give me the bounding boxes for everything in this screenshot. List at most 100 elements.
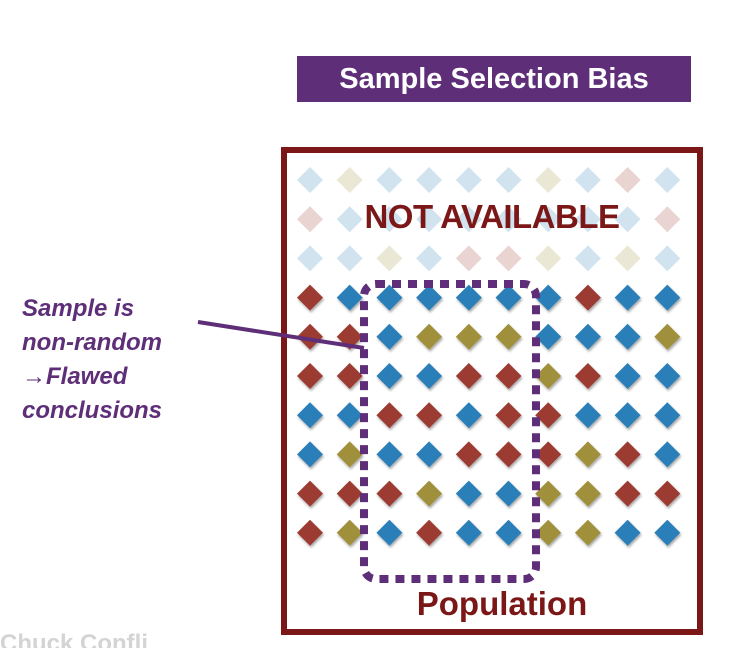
population-member-diamond [574,402,601,429]
population-member-diamond [654,519,681,546]
unavailable-member-diamond [297,245,323,272]
population-member-diamond [336,519,363,546]
population-member-diamond [376,363,403,389]
population-member-diamond [574,480,601,507]
population-member-diamond [654,284,681,311]
population-label: Population [416,585,588,622]
population-member-diamond [376,323,403,350]
unavailable-member-diamond [535,206,562,233]
population-member-diamond [297,441,323,468]
population-member-diamond [654,441,681,468]
population-member-diamond [455,441,482,468]
population-member-diamond [416,441,443,468]
unavailable-member-diamond [654,245,681,272]
unavailable-member-diamond [614,167,641,193]
sample-selection-outline [360,280,540,583]
population-member-diamond [495,284,522,311]
population-member-diamond [336,441,363,468]
unavailable-member-diamond [535,245,562,272]
unavailable-member-diamond [574,206,601,233]
population-member-diamond [654,323,681,350]
cutoff-caption: Chuck Confli [0,630,148,648]
population-member-diamond [574,363,601,389]
unavailable-member-diamond [297,206,323,233]
unavailable-member-diamond [654,206,681,233]
population-member-diamond [614,363,641,389]
population-member-diamond [614,441,641,468]
population-member-diamond [535,441,562,468]
population-member-diamond [416,284,443,311]
population-member-diamond [416,323,443,350]
population-member-diamond [416,402,443,429]
unavailable-member-diamond [416,245,443,272]
unavailable-member-diamond [376,206,403,233]
unavailable-member-diamond [376,245,403,272]
population-member-diamond [297,480,323,507]
unavailable-member-diamond [614,206,641,233]
population-member-diamond [535,480,562,507]
population-member-diamond [336,480,363,507]
population-member-diamond [297,284,323,311]
population-member-diamond [455,284,482,311]
population-member-diamond [654,480,681,507]
population-diamonds [297,167,681,546]
population-box [281,147,703,635]
population-member-diamond [416,519,443,546]
population-member-diamond [614,284,641,311]
population-member-diamond [336,363,363,389]
population-member-diamond [495,402,522,429]
unavailable-member-diamond [416,167,443,193]
population-member-diamond [495,480,522,507]
population-member-diamond [297,402,323,429]
population-member-diamond [297,323,323,350]
population-member-diamond [654,363,681,389]
unavailable-member-diamond [297,167,323,193]
diagram-title: Sample Selection Bias [297,56,691,102]
unavailable-member-diamond [535,167,562,193]
population-member-diamond [376,441,403,468]
population-member-diamond [614,519,641,546]
population-member-diamond [495,323,522,350]
population-member-diamond [297,363,323,389]
unavailable-member-diamond [495,167,522,193]
population-member-diamond [416,363,443,389]
population-member-diamond [455,323,482,350]
population-member-diamond [535,284,562,311]
annotation-line: conclusions [22,397,163,424]
population-member-diamond [535,519,562,546]
annotation-line: →Flawed [22,363,128,390]
population-member-diamond [455,480,482,507]
unavailable-member-diamond [376,167,403,193]
population-member-diamond [376,480,403,507]
population-member-diamond [654,402,681,429]
unavailable-member-diamond [495,245,522,272]
population-member-diamond [455,402,482,429]
unavailable-member-diamond [336,245,363,272]
unavailable-member-diamond [654,167,681,193]
population-member-diamond [376,402,403,429]
population-member-diamond [416,480,443,507]
unavailable-member-diamond [416,206,443,233]
population-member-diamond [376,519,403,546]
population-member-diamond [574,323,601,350]
unavailable-member-diamond [336,167,363,193]
unavailable-member-diamond [495,206,522,233]
population-member-diamond [535,402,562,429]
population-member-diamond [614,323,641,350]
unavailable-member-diamond [614,245,641,272]
population-member-diamond [495,363,522,389]
unavailable-member-diamond [574,245,601,272]
population-member-diamond [614,402,641,429]
unavailable-member-diamond [455,245,482,272]
population-member-diamond [455,519,482,546]
annotation-text: Sample is non-random →Flawed conclusions [22,292,212,428]
population-member-diamond [535,323,562,350]
population-member-diamond [455,363,482,389]
population-member-diamond [574,284,601,311]
population-member-diamond [495,519,522,546]
population-member-diamond [376,284,403,311]
population-member-diamond [297,519,323,546]
unavailable-member-diamond [455,206,482,233]
population-member-diamond [574,441,601,468]
